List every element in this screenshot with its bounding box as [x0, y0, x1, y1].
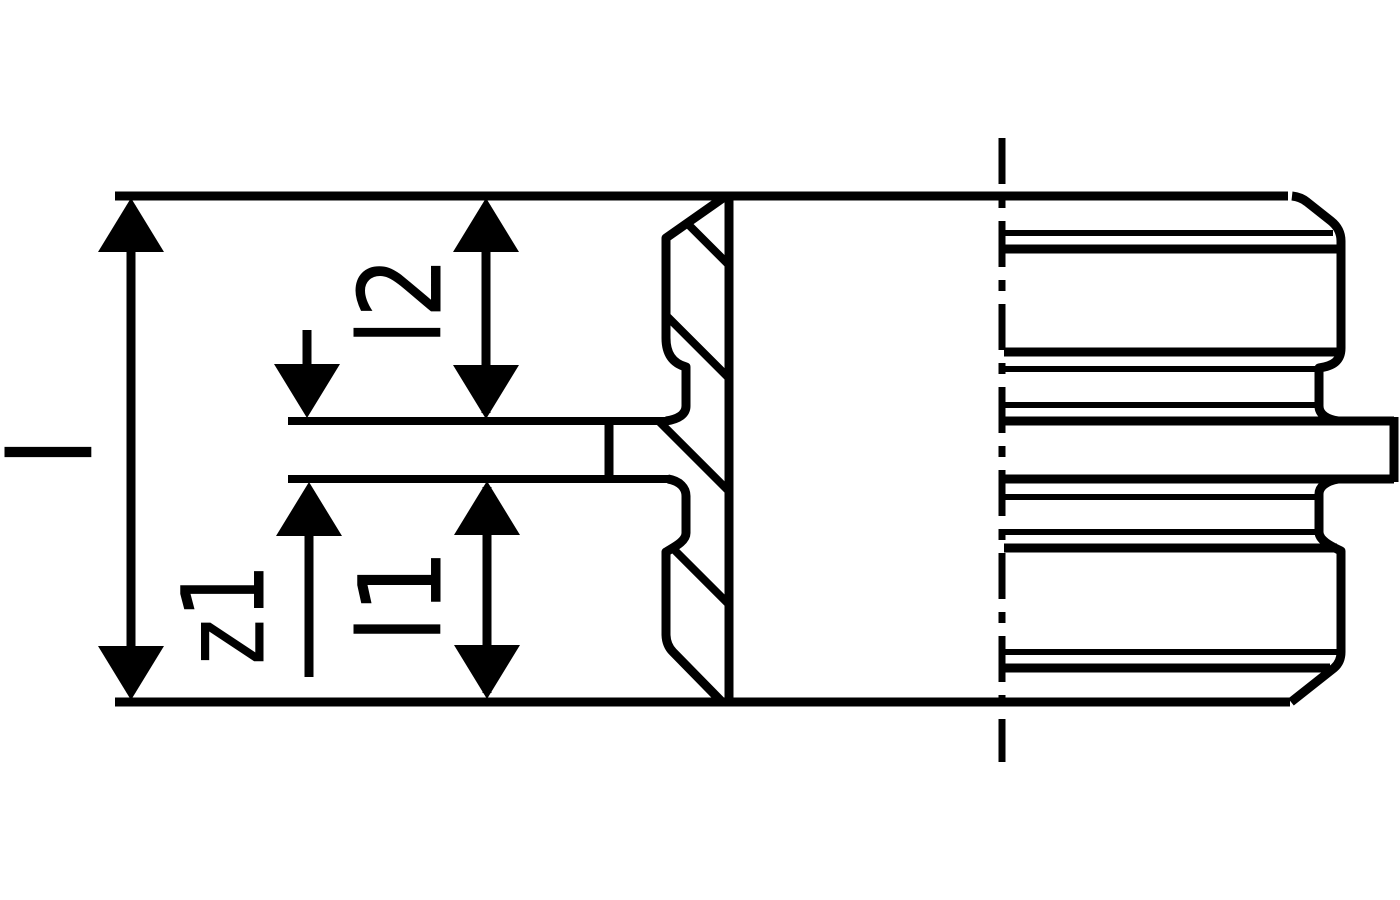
section-hatching: [609, 196, 729, 702]
dimension-label-l1: l1: [335, 549, 468, 644]
section-profile-lower: [661, 474, 726, 706]
dimension-label-z1: z1: [158, 563, 291, 665]
arrowhead-down-icon: [98, 646, 164, 700]
dimension-label-l2: l2: [335, 256, 468, 346]
dimension-label-l: l: [0, 436, 119, 468]
section-profile-upper: [661, 194, 726, 426]
dimension-z1: z1: [158, 330, 342, 677]
dimension-l2: l2: [335, 198, 519, 419]
section-view: [288, 191, 734, 707]
part-outline: [115, 191, 1290, 707]
arrowhead-down-icon: [453, 365, 519, 419]
arrowhead-up-icon: [98, 198, 164, 252]
arrowhead-up-icon: [454, 481, 520, 535]
exterior-view: [1004, 191, 1399, 706]
arrowhead-up-icon: [453, 198, 519, 252]
dimension-l: l: [0, 198, 164, 700]
exterior-profile-upper: [1291, 191, 1346, 426]
arrowhead-down-icon: [274, 364, 340, 418]
dimension-l1: l1: [335, 481, 520, 699]
arrowhead-down-icon: [454, 645, 520, 699]
